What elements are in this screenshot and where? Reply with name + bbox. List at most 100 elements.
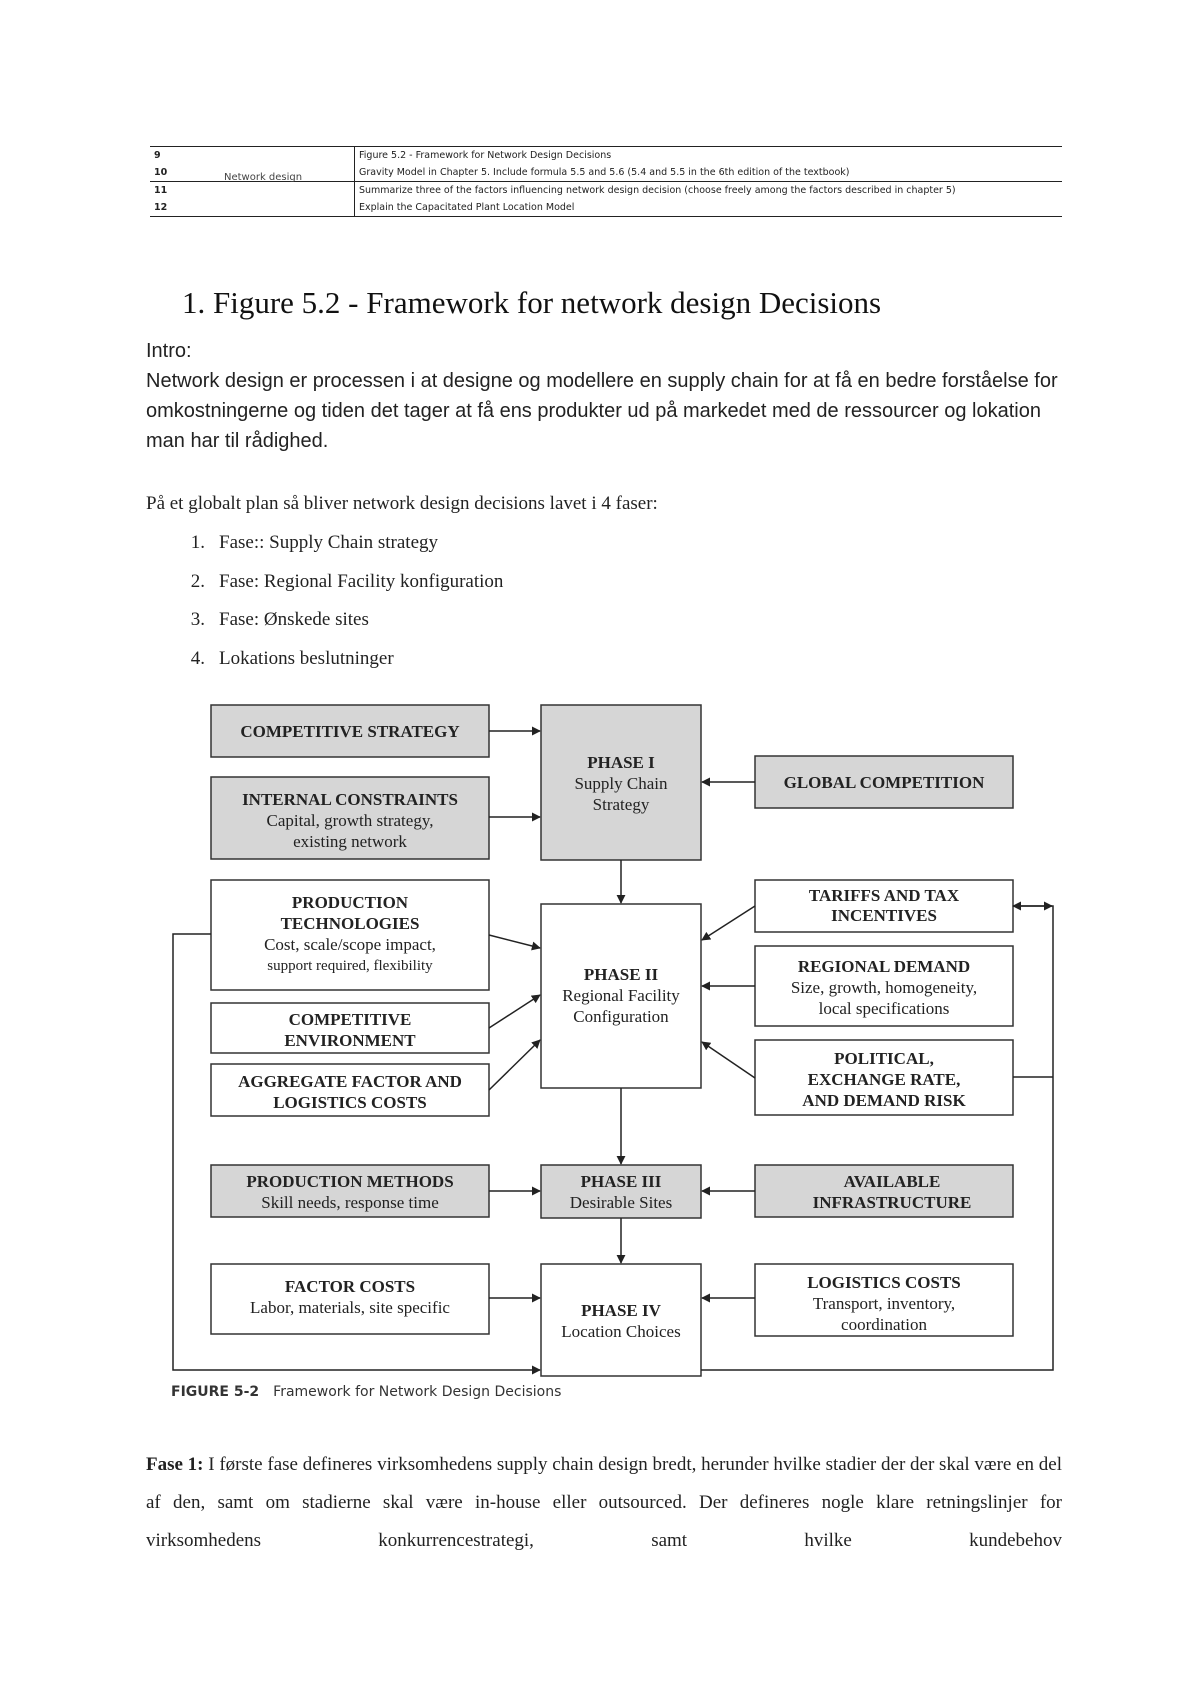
regional-demand-label: REGIONAL DEMAND: [798, 957, 970, 976]
phase3-title: PHASE III: [581, 1172, 662, 1191]
row-description: Summarize three of the factors influenci…: [354, 181, 1062, 199]
phase4-sub: Location Choices: [561, 1322, 680, 1341]
phases-intro: På et globalt plan så bliver network des…: [146, 493, 658, 514]
competitive-environment-box: [210, 1002, 490, 1054]
production-methods-label: PRODUCTION METHODS: [246, 1172, 453, 1191]
phase2-sub: Configuration: [573, 1007, 669, 1026]
fase1-paragraph: Fase 1: I første fase defineres virksomh…: [146, 1446, 1062, 1560]
regional-demand-box: [754, 945, 1014, 1027]
feedback-loop-right: [701, 901, 1054, 1371]
intro-paragraph: Network design er processen i at designe…: [146, 370, 1058, 452]
row-description: Explain the Capacitated Plant Location M…: [354, 199, 1062, 217]
intro-label: Intro:: [146, 340, 192, 362]
caption-text: Framework for Network Design Decisions: [273, 1384, 562, 1400]
tariffs-label: TARIFFS AND TAX: [809, 886, 960, 905]
row-description: Gravity Model in Chapter 5. Include form…: [354, 164, 1062, 182]
list-text: Fase: Ønskede sites: [219, 609, 369, 630]
production-technologies-label: TECHNOLOGIES: [281, 914, 420, 933]
list-number: 4.: [190, 647, 205, 669]
row-number: 9: [150, 146, 355, 164]
row-number: 12: [150, 199, 355, 217]
fase1-label: Fase 1:: [146, 1454, 204, 1475]
political-risk-label: EXCHANGE RATE,: [808, 1070, 961, 1089]
row-number: 10: [154, 167, 168, 178]
assignment-table: 9 Figure 5.2 - Framework for Network Des…: [150, 146, 1062, 217]
political-risk-box: [754, 1039, 1014, 1116]
global-competition-label: GLOBAL COMPETITION: [784, 773, 985, 792]
regional-demand-sub: local specifications: [819, 999, 950, 1018]
list-text: Fase: Regional Facility konfiguration: [219, 570, 504, 592]
fase1-text: I første fase defineres virksomhedens su…: [146, 1454, 1062, 1551]
internal-constraints-label: INTERNAL CONSTRAINTS: [242, 790, 458, 809]
available-infrastructure-label: INFRASTRUCTURE: [813, 1193, 972, 1212]
phase2-box: [540, 903, 702, 1089]
global-competition-box: [754, 755, 1014, 809]
list-item: 2. Fase: Regional Facility konfiguration: [146, 567, 504, 606]
available-infrastructure-label: AVAILABLE: [844, 1172, 941, 1191]
list-number: 3.: [190, 609, 205, 630]
phase4-box: [540, 1263, 702, 1377]
factor-costs-label: FACTOR COSTS: [285, 1277, 415, 1296]
regional-demand-sub: Size, growth, homogeneity,: [791, 978, 977, 997]
available-infrastructure-box: [754, 1164, 1014, 1218]
phase1-sub: Strategy: [593, 795, 650, 814]
table-row: 10 Gravity Model in Chapter 5. Include f…: [150, 164, 1062, 182]
table-row: 12 Explain the Capacitated Plant Locatio…: [150, 199, 1062, 217]
phase3-box: [540, 1164, 702, 1219]
figure-caption: FIGURE 5-2 Framework for Network Design D…: [171, 1384, 561, 1400]
phase1-sub: Supply Chain: [574, 774, 668, 793]
logistics-costs-label: LOGISTICS COSTS: [807, 1273, 961, 1292]
internal-constraints-box: [210, 776, 490, 860]
production-technologies-sub: support required, flexibility: [267, 958, 433, 974]
factor-costs-box: [210, 1263, 490, 1335]
list-text: Lokations beslutninger: [219, 647, 394, 669]
phase4-title: PHASE IV: [581, 1301, 662, 1320]
table-row: 11 Summarize three of the factors influe…: [150, 181, 1062, 199]
arrow: [488, 934, 541, 951]
row-number: 11: [150, 181, 355, 199]
logistics-costs-sub: coordination: [841, 1315, 927, 1334]
aggregate-costs-label: LOGISTICS COSTS: [273, 1093, 427, 1112]
tariffs-label: INCENTIVES: [831, 906, 937, 925]
political-risk-label: POLITICAL,: [834, 1049, 934, 1068]
competitive-strategy-box: [210, 704, 490, 758]
caption-label: FIGURE 5-2: [171, 1384, 260, 1400]
arrow: [701, 905, 756, 941]
competitive-environment-label: COMPETITIVE: [289, 1010, 412, 1029]
competitive-environment-label: ENVIRONMENT: [284, 1031, 416, 1050]
table-row: 9 Figure 5.2 - Framework for Network Des…: [150, 146, 1062, 164]
phase3-sub: Desirable Sites: [570, 1193, 672, 1212]
phase1-title: PHASE I: [587, 753, 655, 772]
arrow: [488, 994, 541, 1029]
phase1-box: [540, 704, 702, 861]
production-technologies-sub: Cost, scale/scope impact,: [264, 935, 436, 954]
arrow: [488, 1039, 541, 1091]
production-methods-box: [210, 1164, 490, 1218]
tariffs-box: [754, 879, 1014, 933]
internal-constraints-sub: existing network: [293, 832, 407, 851]
phase2-sub: Regional Facility: [562, 986, 680, 1005]
list-item: 4. Lokations beslutninger: [146, 644, 503, 683]
internal-constraints-sub: Capital, growth strategy,: [267, 811, 434, 830]
logistics-costs-box: [754, 1263, 1014, 1337]
list-text: Fase:: Supply Chain strategy: [219, 532, 439, 553]
aggregate-costs-label: AGGREGATE FACTOR AND: [238, 1072, 462, 1091]
list-number: 2.: [190, 570, 205, 592]
feedback-loop-left: [172, 933, 541, 1375]
arrow: [701, 1041, 756, 1079]
phase2-title: PHASE II: [584, 965, 659, 984]
logistics-costs-sub: Transport, inventory,: [813, 1294, 955, 1313]
factor-costs-sub: Labor, materials, site specific: [250, 1298, 450, 1317]
list-number: 1.: [190, 532, 205, 553]
phase-list: 1. Fase:: Supply Chain strategy 2. Fase: R…: [146, 528, 504, 683]
political-risk-label: AND DEMAND RISK: [802, 1091, 966, 1110]
table-category: Network design: [224, 172, 303, 183]
section-heading: 1. Figure 5.2 - Framework for network de…: [182, 285, 882, 320]
aggregate-costs-box: [210, 1063, 490, 1117]
production-technologies-box: [210, 879, 490, 991]
list-item: 3. Fase: Ønskede sites: [146, 605, 503, 644]
row-description: Figure 5.2 - Framework for Network Desig…: [354, 146, 1062, 164]
list-item: 1. Fase:: Supply Chain strategy: [146, 528, 503, 567]
competitive-strategy-label: COMPETITIVE STRATEGY: [240, 722, 459, 741]
